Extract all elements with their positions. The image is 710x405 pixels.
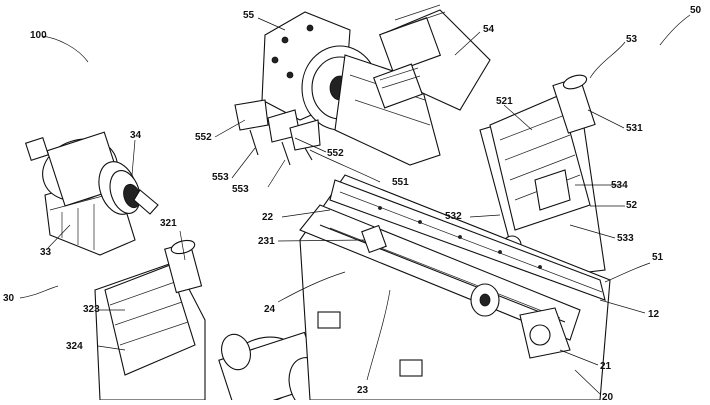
label-321: 321 <box>160 218 177 229</box>
motor-54-drawing <box>373 4 491 111</box>
turret-55-drawing <box>261 11 441 166</box>
label-54: 54 <box>483 24 495 35</box>
label-23: 23 <box>357 385 369 396</box>
label-12: 12 <box>648 309 660 320</box>
leader-lines <box>19 14 691 395</box>
label-34: 34 <box>130 130 142 141</box>
label-55: 55 <box>243 10 255 21</box>
column-52-drawing <box>479 74 606 281</box>
label-531: 531 <box>626 123 643 134</box>
label-551: 551 <box>392 177 409 188</box>
label-20: 20 <box>602 392 614 400</box>
tool-holders-552-553 <box>234 99 321 166</box>
label-553-bottom: 553 <box>232 184 249 195</box>
reference-labels: 100 50 55 54 53 521 531 34 552 552 553 5… <box>3 5 702 403</box>
label-21: 21 <box>600 361 612 372</box>
label-552-left: 552 <box>195 132 212 143</box>
label-22: 22 <box>262 212 274 223</box>
label-324: 324 <box>66 341 83 352</box>
label-100: 100 <box>30 30 47 41</box>
label-50: 50 <box>690 5 702 16</box>
label-33: 33 <box>40 247 52 258</box>
spindle-34-drawing <box>24 131 159 256</box>
label-521: 521 <box>496 96 513 107</box>
label-52: 52 <box>626 200 638 211</box>
slide-30-drawing <box>94 239 206 401</box>
label-552-right: 552 <box>327 148 344 159</box>
label-53: 53 <box>626 34 638 45</box>
label-534: 534 <box>611 180 628 191</box>
label-553-top: 553 <box>212 172 229 183</box>
label-323: 323 <box>83 304 100 315</box>
label-30: 30 <box>3 293 15 304</box>
label-533: 533 <box>617 233 634 244</box>
label-532: 532 <box>445 211 462 222</box>
label-24: 24 <box>264 304 276 315</box>
label-231: 231 <box>258 236 275 247</box>
rail-22-drawing <box>299 204 581 359</box>
label-51: 51 <box>652 252 664 263</box>
